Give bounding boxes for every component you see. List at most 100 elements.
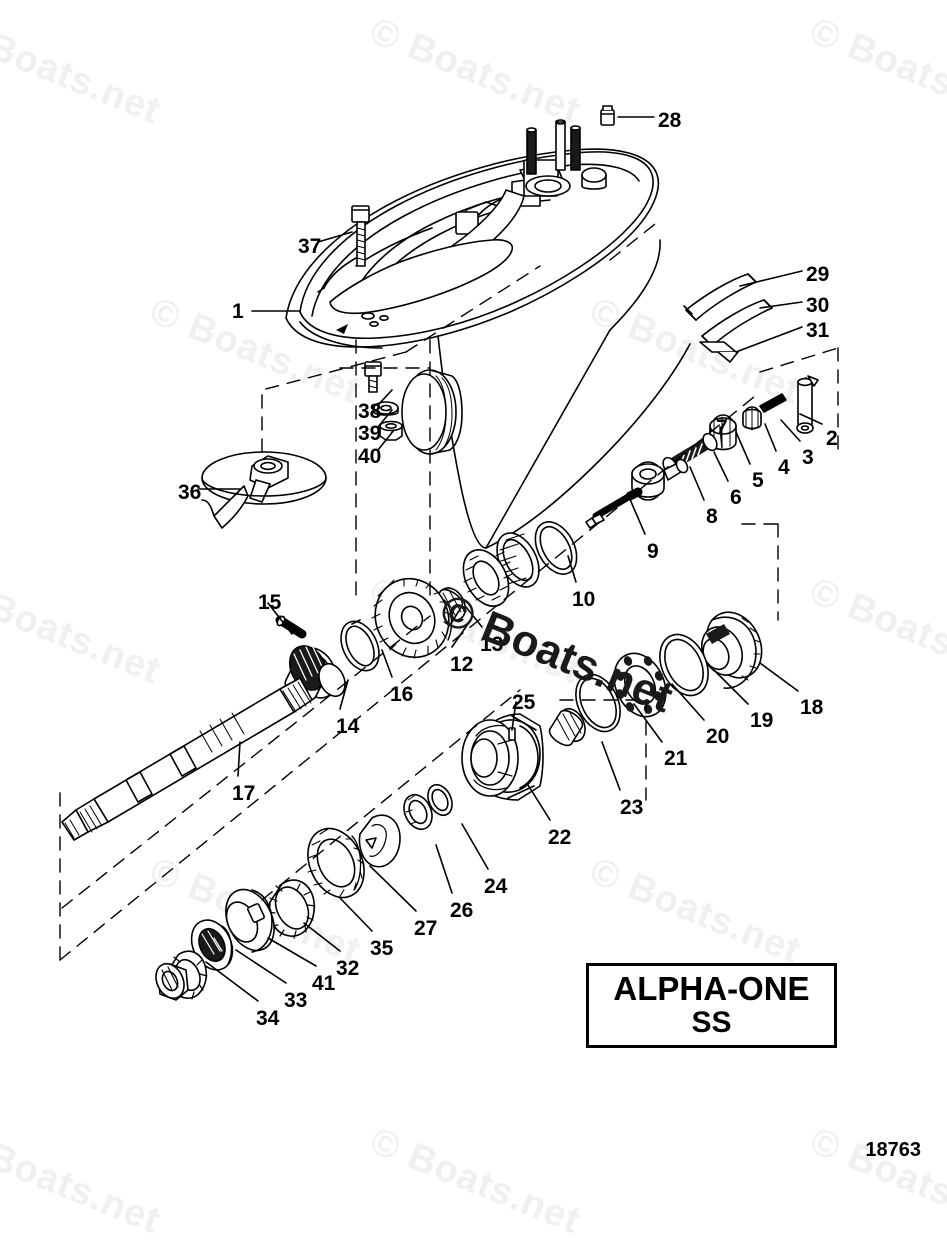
leader-line-20: [671, 683, 705, 721]
part-40-nut: [379, 420, 403, 441]
callout-20: 20: [706, 725, 730, 748]
callout-18: 18: [800, 696, 824, 719]
leader-line-3: [780, 419, 801, 442]
part-31-shim: [699, 341, 739, 363]
leader-line-25: [511, 701, 517, 731]
nameplate-line-1: ALPHA-ONE: [613, 969, 810, 1007]
callout-8: 8: [706, 505, 718, 528]
leader-line-37: [317, 231, 353, 243]
leader-line-38: [377, 389, 393, 406]
callout-38: 38: [358, 400, 382, 423]
part-24-seals: [403, 783, 453, 831]
part-35-tab-washer: [267, 879, 316, 939]
leader-line-12: [451, 620, 471, 648]
part-32-thrust-hub: [225, 888, 275, 953]
leader-line-16: [381, 649, 393, 678]
callout-10: 10: [572, 588, 596, 611]
callout-35: 35: [370, 937, 394, 960]
part-27-bearing-assembly: [307, 827, 365, 899]
callout-23: 23: [620, 796, 644, 819]
leader-line-32: [303, 922, 341, 952]
leader-line-13: [465, 606, 483, 628]
leader-line-29: [739, 270, 803, 287]
leader-line-2: [799, 413, 823, 425]
leader-line-24: [461, 823, 489, 870]
callout-19: 19: [750, 709, 774, 732]
callout-36: 36: [178, 481, 202, 504]
leader-line-33: [235, 949, 287, 984]
leader-line-19: [713, 669, 749, 705]
part-20-ball-bearing: [613, 652, 667, 718]
nameplate-line-2: SS: [691, 1006, 732, 1040]
callout-5: 5: [752, 469, 764, 492]
part-21-o-ring: [575, 673, 621, 733]
callout-4: 4: [778, 456, 790, 479]
leader-line-30: [759, 301, 803, 309]
leader-line-40: [377, 429, 395, 451]
callout-25: 25: [512, 691, 536, 714]
callout-40: 40: [358, 445, 382, 468]
part-14-sleeve: [284, 644, 346, 702]
callout-14: 14: [336, 715, 360, 738]
callout-22: 22: [548, 826, 572, 849]
part-2-shift-lever: [796, 375, 819, 434]
assembly-guide-lines: [59, 219, 839, 961]
part-34-prop-nut: [155, 962, 189, 1001]
leader-line-14: [339, 679, 349, 710]
leader-line-39: [377, 409, 393, 428]
callout-30: 30: [806, 294, 830, 317]
callout-16: 16: [390, 683, 414, 706]
leader-line-41: [267, 937, 317, 967]
callout-27: 27: [414, 917, 438, 940]
part-4-bushing: [742, 406, 762, 431]
leader-line-18: [759, 662, 799, 692]
callout-33: 33: [284, 989, 308, 1012]
part-12-forward-gear: [371, 577, 453, 659]
part-1-gear-housing: [285, 119, 691, 549]
leader-line-27: [369, 865, 417, 912]
leader-line-23: [601, 741, 621, 791]
leader-line-4: [764, 423, 777, 452]
leader-line-10: [567, 555, 577, 583]
part-10-shim-ring: [534, 521, 578, 575]
leader-line-26: [435, 844, 453, 894]
leader-line-7: [719, 426, 723, 448]
callout-leaders: [197, 116, 823, 1002]
callout-29: 29: [806, 263, 830, 286]
callout-32: 32: [336, 957, 360, 980]
callout-37: 37: [298, 235, 322, 258]
part-5-coupler: [709, 414, 737, 451]
part-23-needle-bearing: [548, 707, 586, 747]
callout-13: 13: [480, 633, 504, 656]
callout-31: 31: [806, 319, 830, 342]
part-38-screw: [364, 361, 382, 393]
part-36-anode: [201, 451, 327, 529]
callout-1: 1: [232, 300, 244, 323]
part-28-plug: [600, 105, 615, 126]
callout-3: 3: [802, 446, 814, 469]
part-37-bolt: [351, 205, 370, 267]
leader-line-17: [237, 741, 241, 777]
part-22-bearing-carrier: [461, 713, 544, 801]
part-26-thrust-washer: [358, 814, 401, 868]
callout-26: 26: [450, 899, 474, 922]
callout-2: 2: [826, 427, 838, 450]
callout-21: 21: [664, 747, 688, 770]
diagram-artwork: [59, 105, 839, 1002]
part-17-propeller-shaft: [61, 677, 313, 841]
callout-41: 41: [312, 972, 336, 995]
callout-15: 15: [258, 591, 282, 614]
leader-line-6: [713, 451, 729, 482]
callout-39: 39: [358, 422, 382, 445]
leader-line-9: [628, 496, 646, 535]
callout-9: 9: [647, 540, 659, 563]
callout-17: 17: [232, 782, 256, 805]
callout-24: 24: [484, 875, 508, 898]
leader-line-34: [205, 961, 259, 1002]
part-3-pin: [759, 393, 787, 413]
parts-diagram-sheet: © Boats.net© Boats.net© Boats.net© Boats…: [0, 10, 947, 1243]
part-19-spacer-ring: [659, 633, 709, 697]
bearing-race-group: [462, 532, 540, 607]
callout-7: 7: [716, 416, 728, 439]
part-16-retaining-ring: [340, 619, 380, 672]
